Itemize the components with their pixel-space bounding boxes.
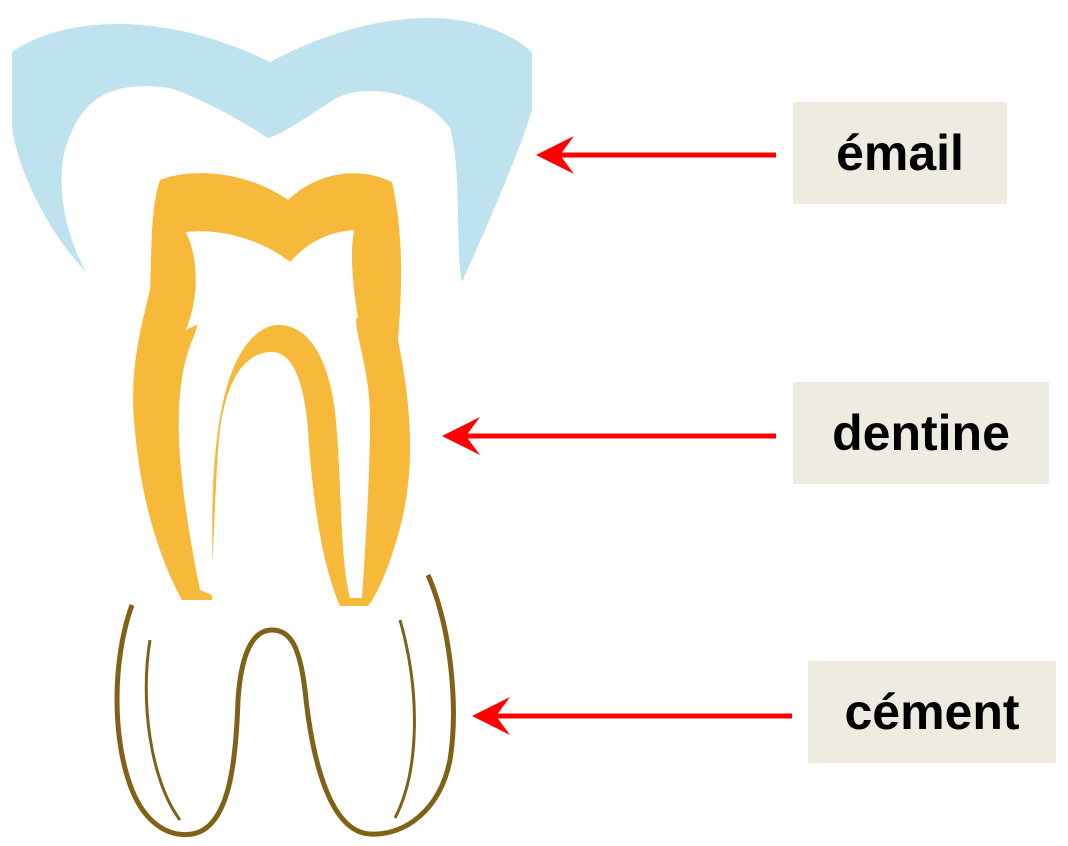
label-dentine: dentine (793, 382, 1049, 484)
arrow-email (536, 136, 776, 174)
label-cement-text: cément (844, 687, 1019, 737)
label-email-text: émail (836, 128, 964, 178)
label-dentine-text: dentine (832, 408, 1010, 458)
arrow-cement (472, 697, 792, 735)
label-email: émail (793, 102, 1007, 204)
dentin-layer (133, 173, 410, 606)
arrow-dentine (442, 417, 776, 455)
label-cement: cément (808, 661, 1056, 763)
